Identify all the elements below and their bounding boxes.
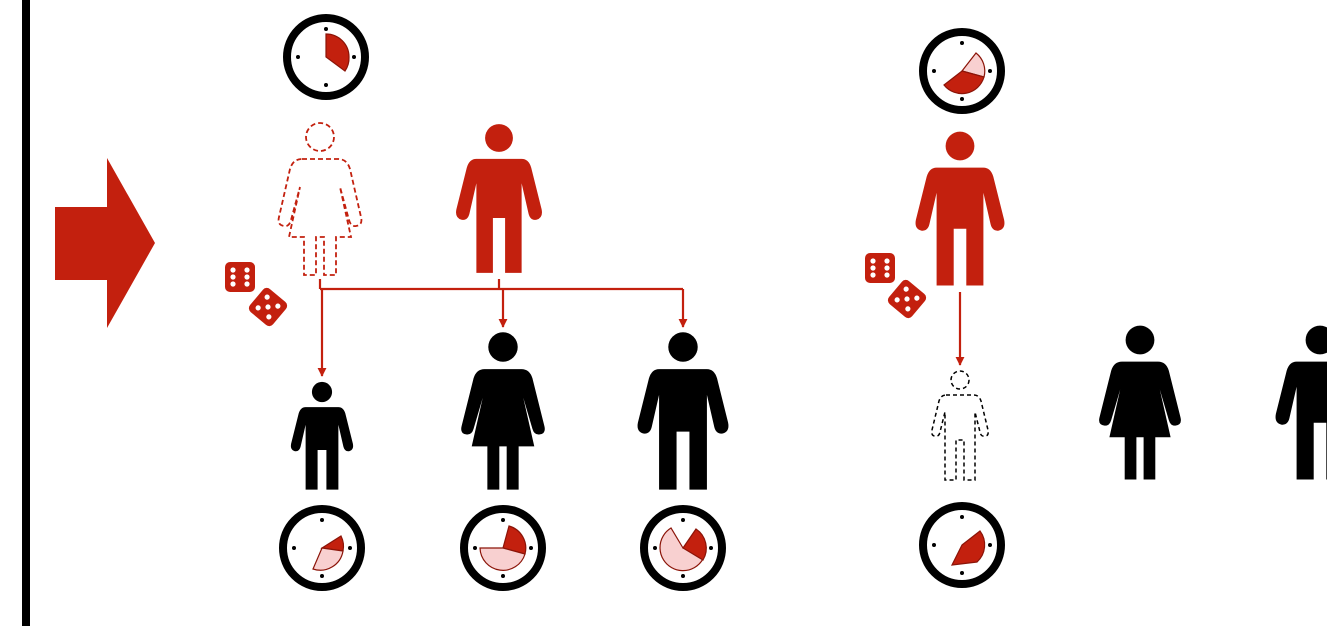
clock-icon — [919, 502, 1005, 588]
child-icon — [290, 381, 354, 490]
man-icon — [915, 131, 1005, 286]
clock-icon — [279, 505, 365, 591]
child-icon — [931, 370, 989, 481]
clock-icon — [640, 505, 726, 591]
offspring-connectors — [317, 279, 688, 377]
left-divider — [22, 0, 30, 626]
woman-icon — [1099, 325, 1181, 480]
clock-icon — [460, 505, 546, 591]
clock-icon — [919, 28, 1005, 114]
right-arrow-icon — [55, 158, 155, 328]
woman-icon — [277, 122, 363, 276]
man-icon — [1275, 325, 1327, 480]
woman-icon — [461, 332, 545, 490]
clock-icon — [283, 14, 369, 100]
man-icon — [637, 332, 729, 490]
man-icon — [456, 124, 542, 273]
dice-icon — [865, 253, 927, 319]
dice-icon — [225, 262, 288, 327]
